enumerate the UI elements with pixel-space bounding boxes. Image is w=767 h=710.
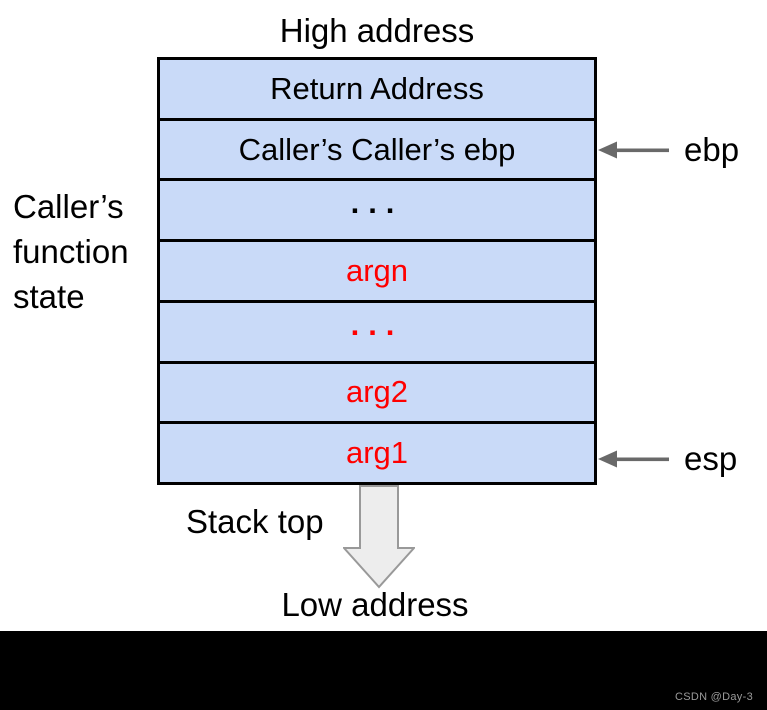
stack-row-callers-callers-ebp: Caller’s Caller’s ebp (160, 117, 594, 179)
left-arrow-icon (598, 141, 669, 159)
caller-function-state-line3: state (13, 278, 85, 315)
stack-row-label: ... (350, 185, 404, 221)
stack-top-label: Stack top (186, 503, 324, 540)
high-address-label: High address (279, 12, 475, 49)
stack-memory-box: Return Address Caller’s Caller’s ebp ...… (157, 57, 597, 485)
footer-bar: CSDN @Day-3 (0, 631, 767, 710)
stack-row-argn: argn (160, 239, 594, 300)
stack-row-label: argn (345, 253, 409, 289)
csdn-watermark: CSDN @Day-3 (674, 691, 753, 703)
caller-function-state-line1: Caller’s (13, 188, 124, 225)
esp-pointer: esp (598, 440, 738, 477)
stack-row-arg2: arg2 (160, 360, 594, 422)
stack-row-label: arg2 (345, 374, 409, 410)
esp-register-label: esp (684, 440, 738, 477)
caller-function-state-label: Caller’s function state (13, 184, 129, 319)
ebp-pointer: ebp (598, 131, 740, 168)
stack-row-return-address: Return Address (160, 60, 594, 118)
stack-row-arg1: arg1 (160, 421, 594, 483)
stack-row-label: arg1 (345, 435, 409, 471)
caller-function-state-line2: function (13, 233, 129, 270)
stack-row-label: Return Address (270, 70, 484, 106)
stack-row-ellipsis-upper: ... (160, 178, 594, 240)
stack-row-ellipsis-lower: ... (160, 299, 594, 361)
ebp-register-label: ebp (684, 131, 740, 168)
stack-row-label: ... (350, 306, 404, 342)
left-arrow-icon (598, 450, 669, 468)
stack-growth-down-arrow-icon (343, 485, 415, 589)
low-address-label: Low address (281, 586, 469, 623)
stack-row-label: Caller’s Caller’s ebp (238, 131, 516, 167)
